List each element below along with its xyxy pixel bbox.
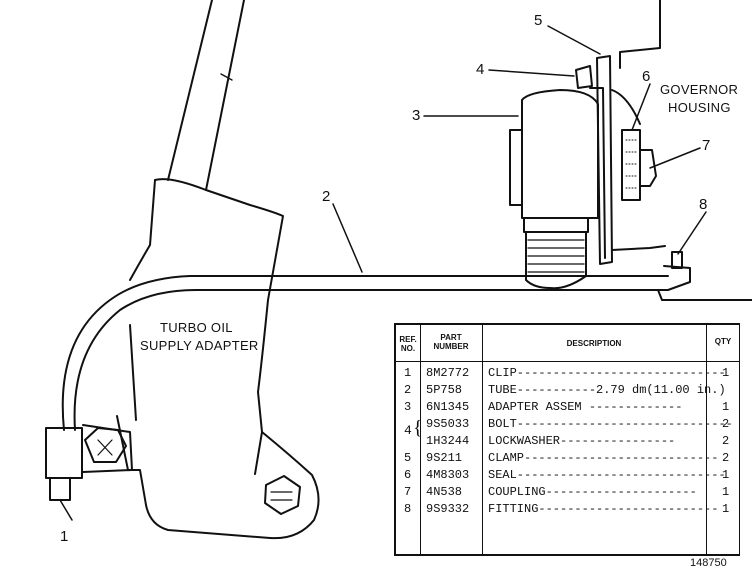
header-part-number: PART NUMBER xyxy=(433,333,469,351)
figure-number: 148750 xyxy=(690,557,727,569)
callout-6: 6 xyxy=(642,68,651,85)
row-ref: 8 xyxy=(404,502,412,516)
callout-2: 2 xyxy=(322,188,331,205)
row-description: CLAMP--------------------------- xyxy=(488,451,719,465)
row-qty: 1 xyxy=(722,485,730,499)
adapter-caption-line1: TURBO OIL xyxy=(160,320,233,335)
row-description: LOCKWASHER---------------- xyxy=(488,434,676,448)
row-ref: 7 xyxy=(404,485,412,499)
row-qty: 1 xyxy=(722,468,730,482)
row-qty: 1 xyxy=(722,366,730,380)
coupling xyxy=(611,89,657,187)
leader-lines xyxy=(59,25,707,521)
governor-caption-line2: HOUSING xyxy=(668,100,731,115)
row-part-number: 9S211 xyxy=(426,451,463,465)
header-ref: REF. NO. xyxy=(399,335,417,353)
callout-1: 1 xyxy=(60,528,69,545)
row-ref: 6 xyxy=(404,468,412,482)
tube-clip xyxy=(45,427,83,501)
parts-table: REF. NO. PART NUMBER DESCRIPTION QTY 1 8M… xyxy=(394,323,740,556)
header-qty: QTY xyxy=(714,337,732,346)
row-part-number: 6N1345 xyxy=(426,400,470,414)
row-ref: 3 xyxy=(404,400,412,414)
row-part-number: 9S9332 xyxy=(426,502,470,516)
callout-4: 4 xyxy=(476,61,485,78)
row-part-number: 9S5033 xyxy=(426,417,470,431)
seal xyxy=(621,129,641,201)
row-part-number: 1H3244 xyxy=(426,434,470,448)
row-qty: 1 xyxy=(722,502,730,516)
row-description: CLIP----------------------------- xyxy=(488,366,726,380)
row-description: TUBE-----------2.79 dm(11.00 in.) xyxy=(488,383,726,397)
governor-caption-line1: GOVERNOR xyxy=(660,82,739,97)
row-part-number: 4M8303 xyxy=(426,468,470,482)
fitting xyxy=(663,251,691,291)
callout-5: 5 xyxy=(534,12,543,29)
row-qty: 1 xyxy=(722,400,730,414)
row-ref: 2 xyxy=(404,383,412,397)
row-description: ADAPTER ASSEM ------------- xyxy=(488,400,683,414)
turbo-oil-supply-adapter xyxy=(82,178,320,540)
row-qty: 2 xyxy=(722,451,730,465)
adapter-assembly xyxy=(509,89,599,290)
row-ref: 1 xyxy=(404,366,412,380)
background-column xyxy=(167,0,245,191)
row-part-number: 5P758 xyxy=(426,383,463,397)
oil-tube xyxy=(61,275,669,431)
adapter-caption-line2: SUPPLY ADAPTER xyxy=(140,338,259,353)
callout-8: 8 xyxy=(699,196,708,213)
header-description: DESCRIPTION xyxy=(566,339,622,348)
row-qty: 2 xyxy=(722,417,730,431)
row-description: BOLT------------------------------ xyxy=(488,417,733,431)
bracket-ref: 4 xyxy=(404,423,412,438)
callout-3: 3 xyxy=(412,107,421,124)
row-part-number: 4N538 xyxy=(426,485,463,499)
row-description: COUPLING--------------------- xyxy=(488,485,697,499)
row-qty: 2 xyxy=(722,434,730,448)
row-ref: 5 xyxy=(404,451,412,465)
row-description: FITTING------------------------- xyxy=(488,502,719,516)
governor-housing xyxy=(611,0,752,301)
bracket-brace: { xyxy=(413,417,423,439)
row-description: SEAL----------------------------- xyxy=(488,468,726,482)
callout-7: 7 xyxy=(702,137,711,154)
row-part-number: 8M2772 xyxy=(426,366,470,380)
